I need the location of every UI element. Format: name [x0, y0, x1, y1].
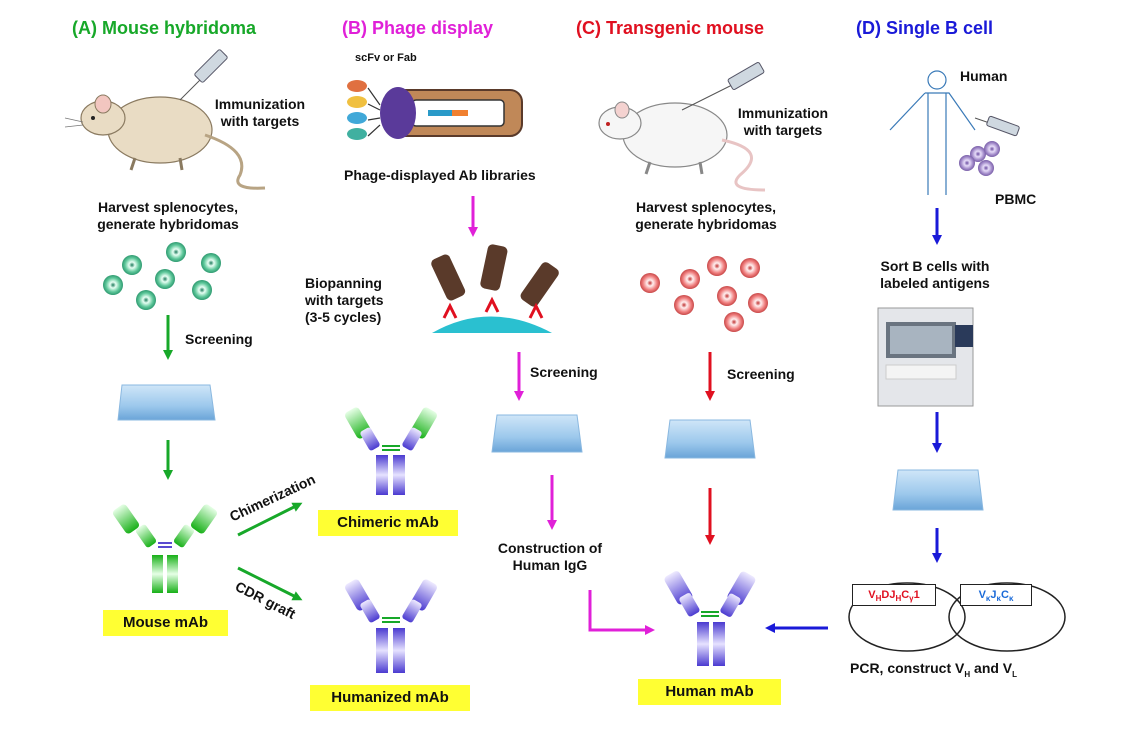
plasmid-light	[948, 582, 1066, 652]
hybridoma-cells-c	[640, 256, 768, 332]
well-plate-c	[664, 419, 756, 459]
title-mouse-hybridoma: (A) Mouse hybridoma	[72, 18, 257, 38]
human-figure-icon	[889, 70, 1020, 195]
well-plate-b	[491, 414, 583, 453]
syringe-icon	[179, 49, 228, 101]
label-harvest-c: Harvest splenocytes, generate hybridomas	[635, 199, 777, 232]
mouse-antibody	[112, 504, 218, 593]
mouse-a-illustration	[64, 94, 266, 190]
box-humanized-mab: Humanized mAb	[310, 685, 470, 711]
biopanning-illustration	[431, 244, 559, 333]
humanized-antibody	[345, 579, 437, 673]
label-phage-libraries: Phage-displayed Ab libraries	[344, 167, 536, 183]
phage-library-illustration	[347, 80, 523, 140]
label-biopanning: Biopanning with targets (3-5 cycles)	[305, 275, 384, 325]
label-screening-a: Screening	[185, 331, 253, 347]
mouse-c-illustration	[598, 62, 766, 192]
hybridoma-cells-a	[103, 242, 221, 310]
box-mouse-mab: Mouse mAb	[103, 610, 228, 636]
arrow-b4	[588, 590, 655, 635]
human-antibody	[664, 571, 756, 666]
label-human: Human	[960, 68, 1008, 84]
box-human-mab: Human mAb	[638, 679, 781, 705]
label-pbmc: PBMC	[995, 191, 1037, 207]
well-plate-d	[892, 469, 984, 511]
label-screening-c: Screening	[727, 366, 795, 382]
label-immunization-c: Immunization with targets	[737, 105, 829, 138]
title-single-b-cell: (D) Single B cell	[856, 18, 994, 38]
light-chain-gene-box: VκJκCκ	[960, 584, 1032, 606]
cell-sorter-machine	[877, 307, 974, 407]
title-transgenic-mouse: (C) Transgenic mouse	[576, 18, 765, 38]
plasmid-heavy	[848, 582, 966, 652]
label-sort-b-cells: Sort B cells with labeled antigens	[880, 258, 990, 291]
label-screening-b: Screening	[530, 364, 598, 380]
label-construction-igg: Construction of Human IgG	[497, 540, 603, 573]
title-phage-display: (B) Phage display	[342, 18, 494, 38]
heavy-chain-gene-box: VHDJHCγ1	[852, 584, 936, 606]
chimeric-antibody	[345, 407, 437, 495]
arrow-cdr-graft	[237, 566, 303, 601]
label-harvest-a: Harvest splenocytes, generate hybridomas	[97, 199, 239, 232]
well-plate-a	[117, 384, 216, 421]
box-chimeric-mab: Chimeric mAb	[318, 510, 458, 536]
arrow-chimerization	[237, 502, 303, 537]
label-scfv-fab: scFv or Fab	[355, 52, 417, 64]
pbmc-cells	[959, 141, 1000, 176]
label-immunization-a: Immunization with targets	[214, 96, 306, 129]
label-pcr-construct: PCR, construct VH and VL	[850, 660, 1018, 679]
